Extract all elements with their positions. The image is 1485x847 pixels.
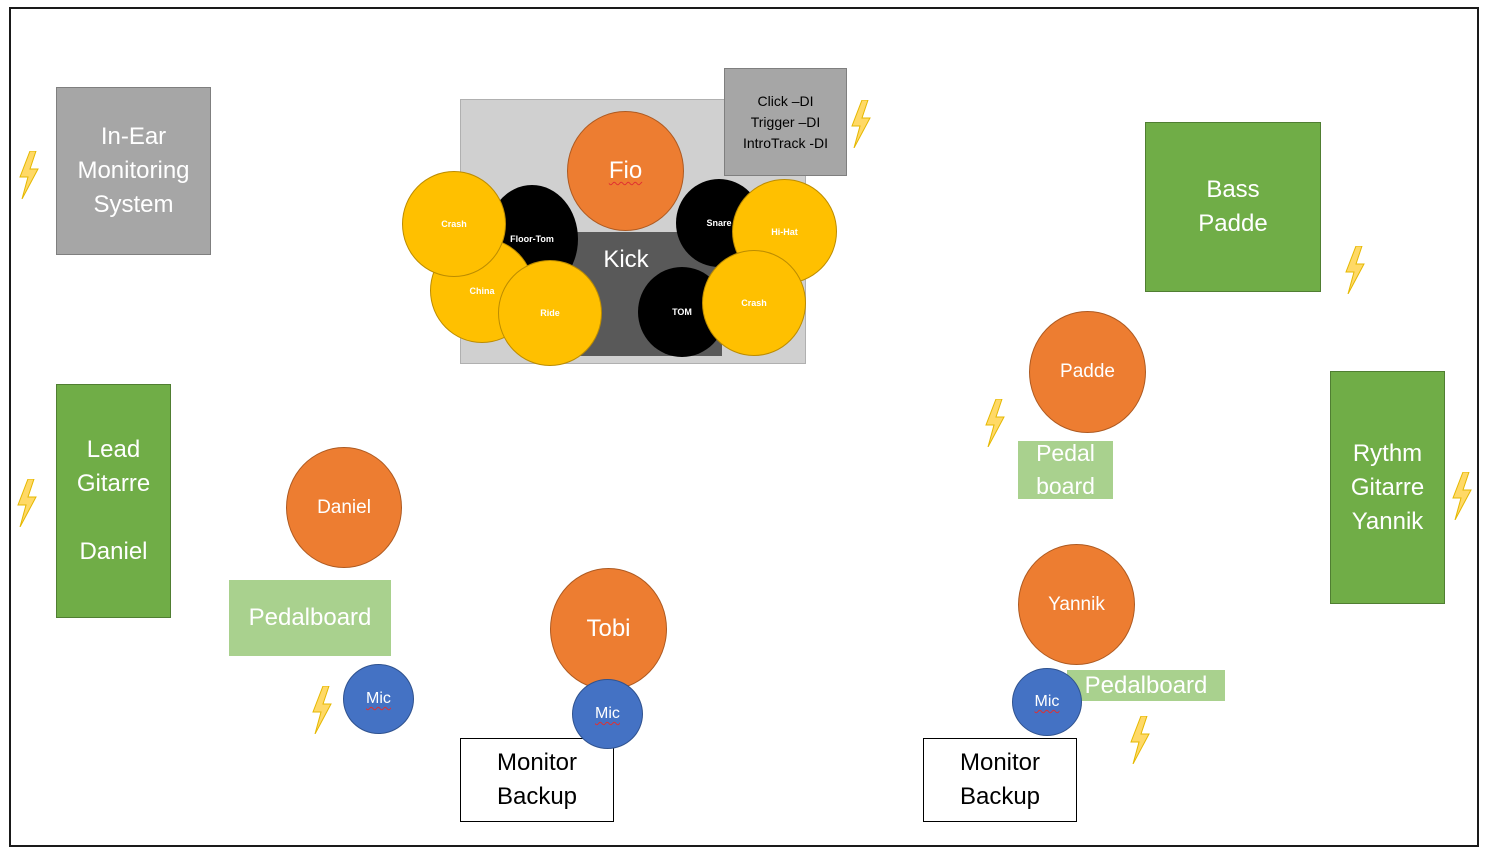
lead-label: Lead Gitarre Daniel [76,436,151,565]
yannik-label: Yannik [1048,593,1105,615]
mic-tobi-label: Mic [595,705,620,722]
tom-label: TOM [672,307,692,317]
mic-tobi: Mic [572,679,643,749]
pedal-yannik-label: Pedalboard [1084,671,1208,699]
lightning-bolt-icon [985,399,1005,447]
in-ear-monitoring-box: In-Ear Monitoring System [56,87,211,255]
musician-yannik: Yannik [1018,544,1135,665]
monitor-right-label: Monitor Backup [959,749,1041,810]
lightning-bolt-icon [851,100,871,148]
in-ear-label: In-Ear Monitoring System [77,123,190,218]
pedal-padde-label: Pedal board [1036,440,1095,499]
pedal-daniel-label: Pedalboard [248,604,372,631]
ride-cymbal: Ride [498,260,602,366]
crash-cymbal-right: Crash [702,250,806,356]
pedalboard-yannik: Pedalboard [1067,670,1225,701]
lightning-bolt-icon [1452,472,1472,520]
lightning-bolt-icon [1345,246,1365,294]
crash-cymbal-left: Crash [402,171,506,277]
lightning-bolt-icon [17,479,37,527]
china-label: China [469,285,495,296]
pedalboard-daniel: Pedalboard [229,580,391,656]
click-trigger-label: Click –DI Trigger –DI IntroTrack -DI [742,92,829,151]
mic-daniel-label: Mic [366,690,391,707]
pedalboard-padde: Pedal board [1018,440,1113,499]
musician-padde: Padde [1029,311,1146,433]
floor-tom-label: Floor-Tom [510,234,554,244]
snare-label: Snare [706,218,732,228]
crash-right-label: Crash [741,298,767,308]
mic-yannik-label: Mic [1034,693,1060,710]
mic-daniel: Mic [343,664,414,734]
bass-amp-box: Bass Padde [1145,122,1321,292]
lightning-bolt-icon [312,686,332,734]
lightning-bolt-icon [1130,716,1150,764]
click-trigger-di-box: Click –DI Trigger –DI IntroTrack -DI [724,68,847,176]
mic-yannik: Mic [1012,668,1082,736]
lead-guitar-amp-box: Lead Gitarre Daniel [56,384,171,618]
lightning-bolt-icon [19,151,39,199]
rythm-guitar-amp-box: Rythm Gitarre Yannik [1330,371,1445,604]
bass-label: Bass Padde [1198,176,1268,237]
padde-label: Padde [1060,361,1115,382]
hihat-label: Hi-Hat [771,226,798,237]
kick-label: Kick [603,246,649,273]
musician-tobi: Tobi [550,568,667,690]
musician-fio: Fio [567,111,684,231]
tobi-label: Tobi [586,615,631,642]
monitor-backup-left: Monitor Backup [460,738,614,822]
monitor-left-label: Monitor Backup [496,749,578,810]
rythm-label: Rythm Gitarre Yannik [1350,439,1425,535]
daniel-label: Daniel [317,496,371,518]
ride-label: Ride [540,308,560,318]
crash-left-label: Crash [441,219,467,229]
musician-daniel: Daniel [286,447,402,568]
fio-label: Fio [608,157,643,184]
monitor-backup-right: Monitor Backup [923,738,1077,822]
